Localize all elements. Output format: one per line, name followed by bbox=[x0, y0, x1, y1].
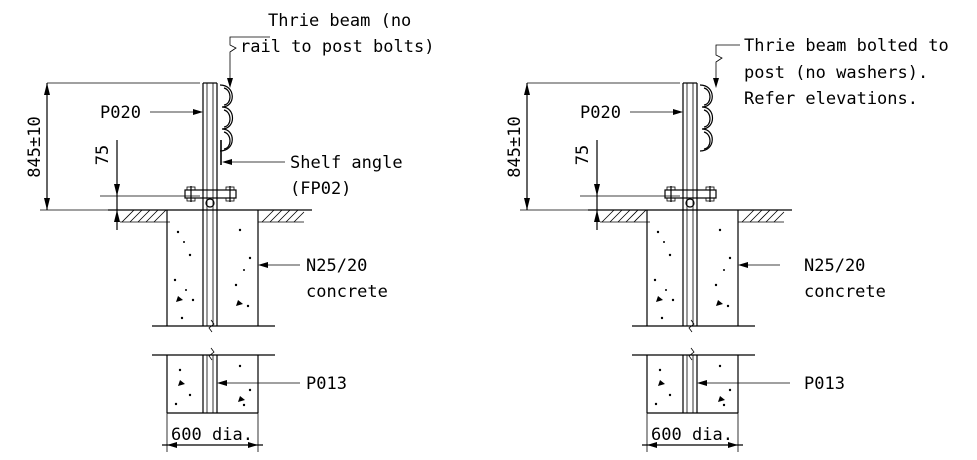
detail-left: 845±10 75 bbox=[25, 11, 434, 452]
offset-dimension: 75 bbox=[93, 140, 200, 230]
height-dimension: 845±10 bbox=[25, 82, 200, 211]
thrie-beam bbox=[699, 84, 714, 152]
beam-note-line-2: post (no washers). bbox=[744, 63, 928, 83]
beam-note-line-1: Thrie beam bolted to bbox=[744, 36, 949, 56]
offset-dim-text: 75 bbox=[573, 145, 593, 165]
concrete-footing-lower bbox=[152, 354, 275, 414]
beam-note-line-2: rail to post bolts) bbox=[240, 37, 434, 57]
diameter-dim-text: 600 dia. bbox=[171, 425, 253, 445]
post-label-arrow bbox=[193, 109, 203, 115]
height-dimension: 845±10 bbox=[505, 82, 680, 211]
footing-post-label: P013 bbox=[306, 374, 347, 394]
base-plate bbox=[664, 186, 717, 208]
diameter-dim-text: 600 dia. bbox=[651, 425, 733, 445]
footing-post-label: P013 bbox=[804, 374, 845, 394]
beam-note-leader bbox=[227, 36, 270, 88]
ground-line bbox=[588, 209, 792, 223]
beam-note-line-3: Refer elevations. bbox=[744, 89, 918, 109]
post bbox=[202, 82, 218, 413]
post-label: P020 bbox=[100, 103, 141, 123]
shelf-angle-arrow bbox=[222, 159, 232, 165]
concrete-footing-upper bbox=[632, 210, 755, 327]
post bbox=[682, 82, 698, 413]
height-dim-text: 845±10 bbox=[25, 116, 45, 177]
thrie-beam bbox=[219, 84, 234, 152]
concrete-arrow bbox=[258, 262, 268, 268]
footing-post-arrow bbox=[697, 380, 707, 386]
concrete-footing-upper bbox=[152, 210, 275, 327]
ground-line bbox=[108, 209, 312, 223]
post-label: P020 bbox=[580, 103, 621, 123]
offset-dim-text: 75 bbox=[93, 145, 113, 165]
offset-dimension: 75 bbox=[573, 140, 680, 230]
shelf-angle-line-2: (FP02) bbox=[290, 179, 351, 199]
concrete-line-1: N25/20 bbox=[306, 256, 367, 276]
base-plate bbox=[184, 186, 237, 208]
footing-post-arrow bbox=[217, 380, 227, 386]
beam-note-leader bbox=[713, 44, 740, 88]
height-dim-text: 845±10 bbox=[505, 116, 525, 177]
concrete-arrow bbox=[738, 262, 748, 268]
post-label-arrow bbox=[673, 109, 683, 115]
concrete-line-2: concrete bbox=[306, 282, 388, 302]
diameter-dimension: 600 dia. bbox=[642, 413, 743, 452]
concrete-line-2: concrete bbox=[804, 282, 886, 302]
diameter-dimension: 600 dia. bbox=[162, 413, 263, 452]
concrete-line-1: N25/20 bbox=[804, 256, 865, 276]
detail-right: 845±10 75 bbox=[505, 36, 949, 452]
beam-note-line-1: Thrie beam (no bbox=[268, 11, 411, 31]
shelf-angle-line-1: Shelf angle bbox=[290, 153, 403, 173]
concrete-footing-lower bbox=[632, 354, 755, 414]
